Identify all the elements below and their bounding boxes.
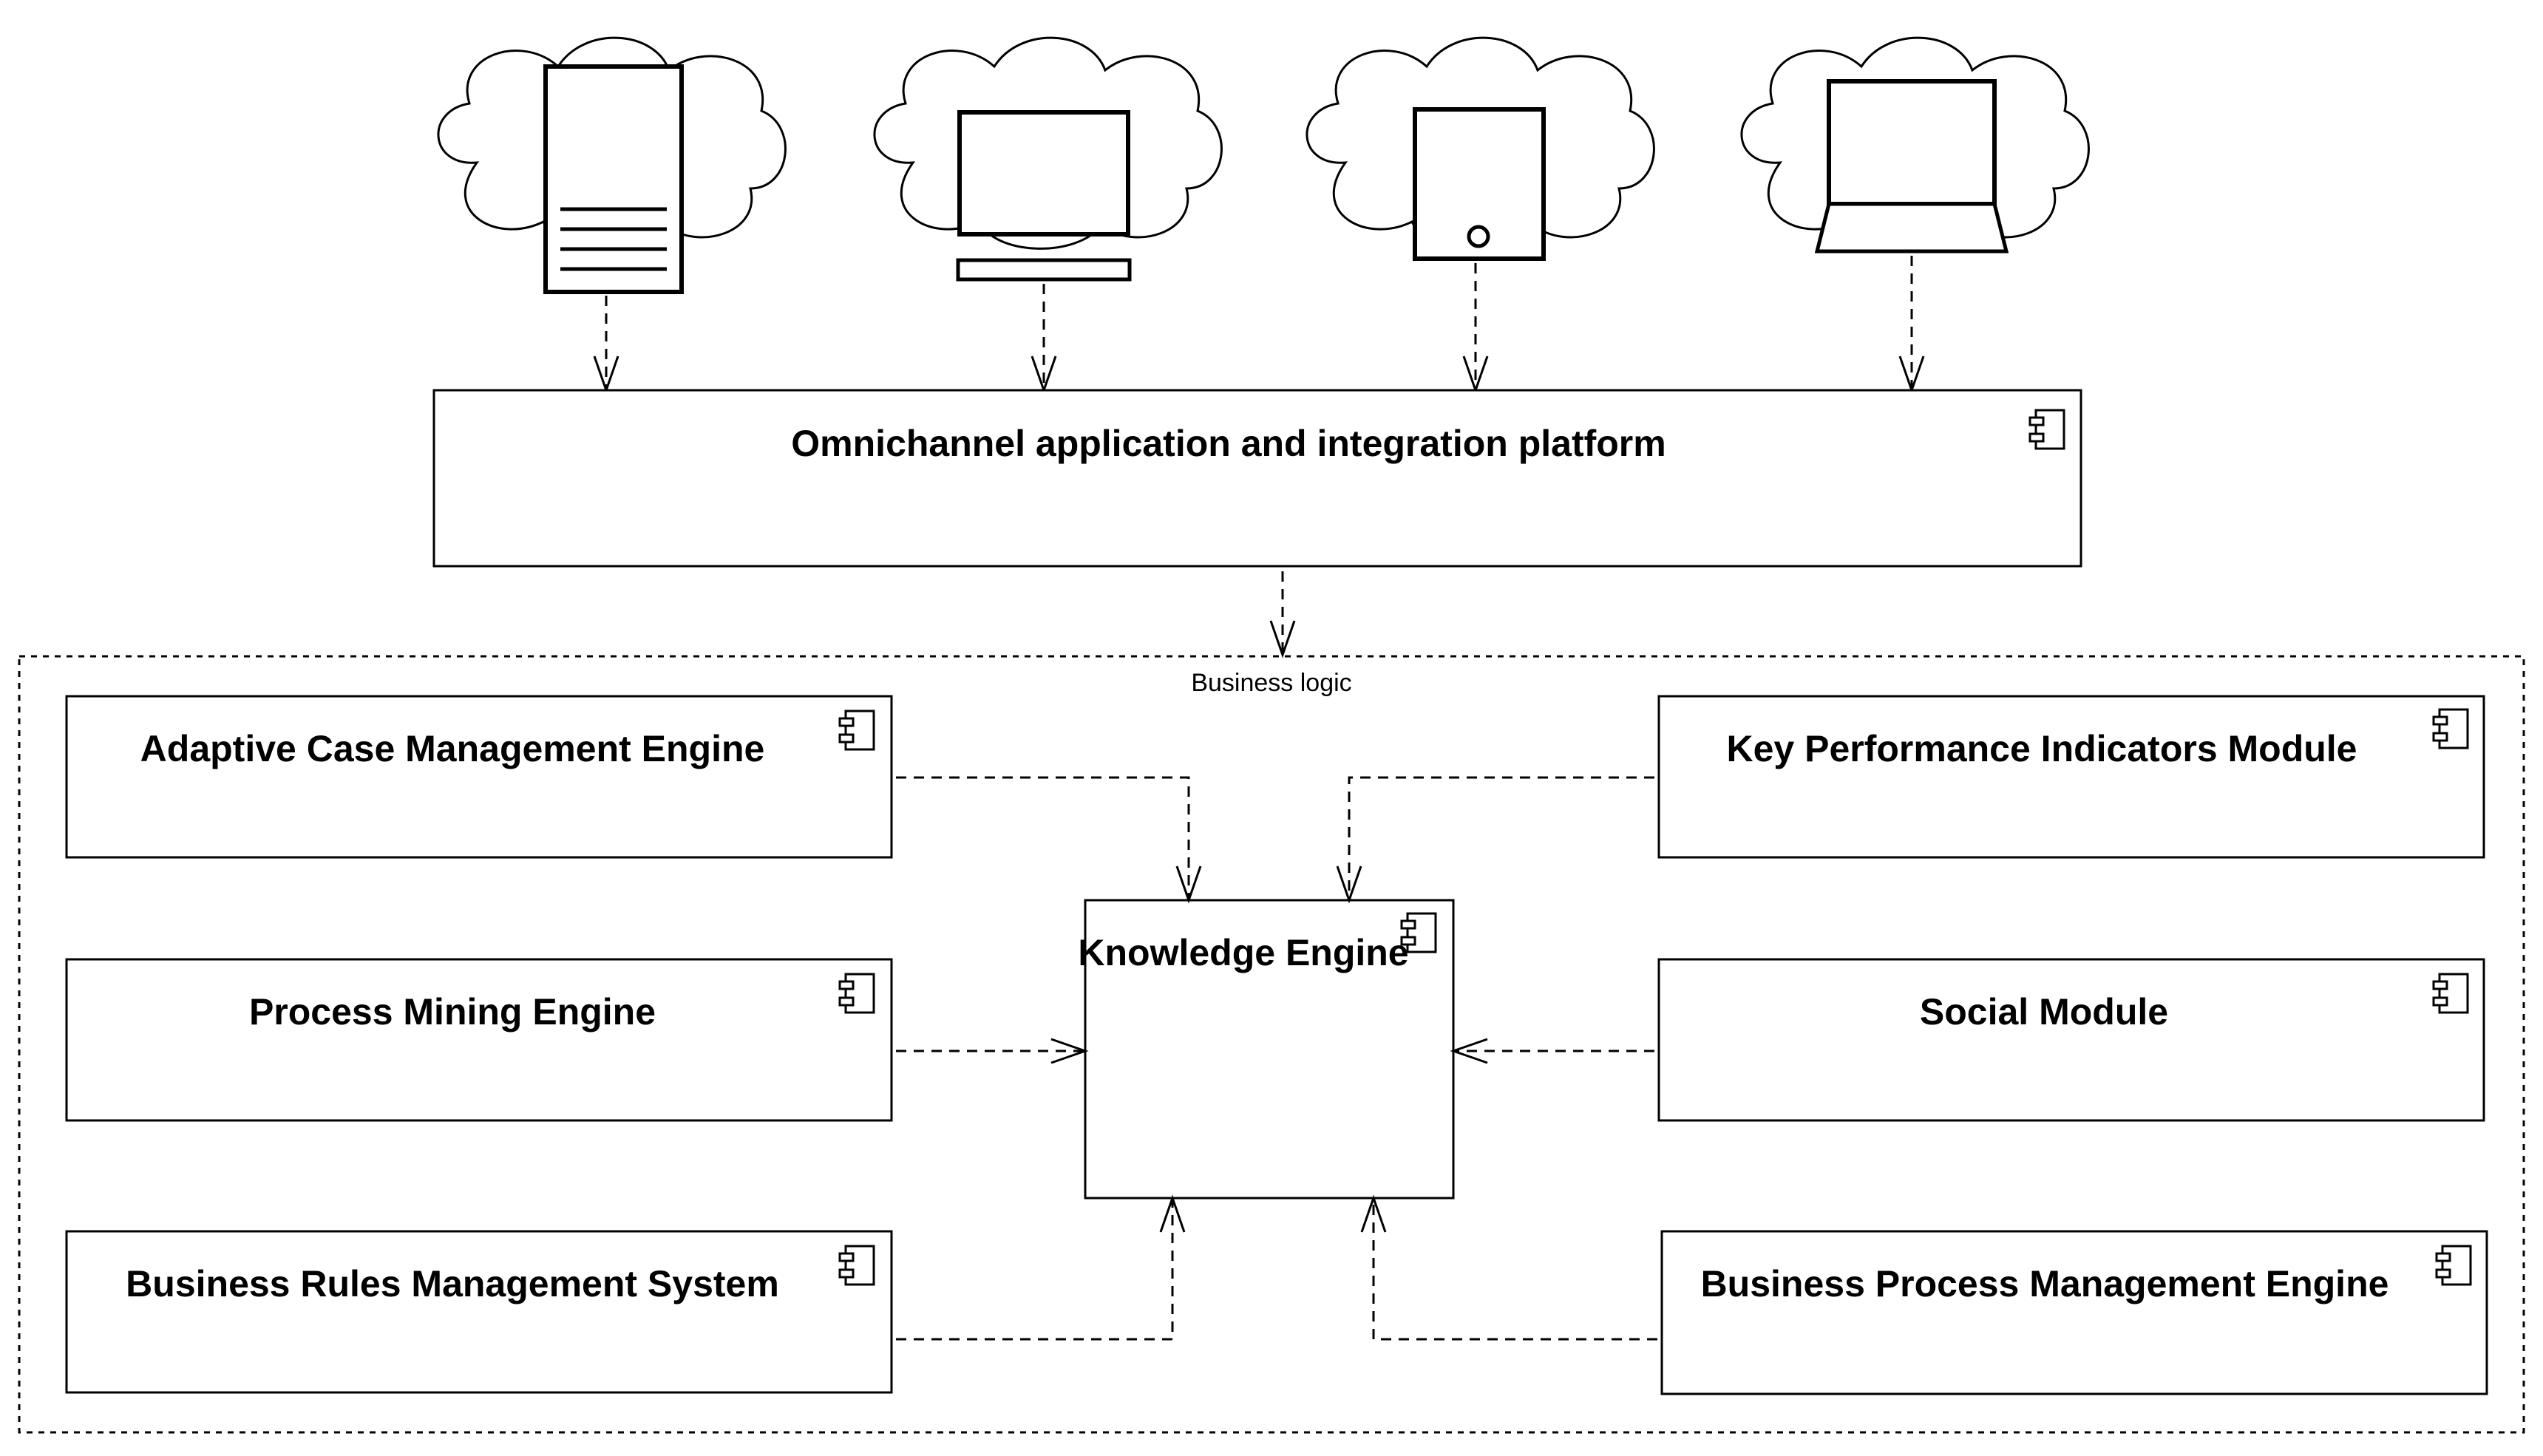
tablet-icon [1413,107,1546,261]
dependency-lines [896,776,1657,1341]
pme-label: Process Mining Engine [249,991,656,1033]
cloud-tablet [1306,36,1655,261]
cloud-desktop [873,36,1223,282]
cloud-server [437,36,787,294]
dependency-arrowheads [1050,865,1488,1233]
monitor-icon [956,110,1132,282]
component-icon [2432,973,2469,1014]
component-bpm: Business Process Management Engine [1660,1230,2488,1395]
kpi-label: Key Performance Indicators Module [1726,728,2357,769]
cloud-laptop [1740,36,2090,254]
acm-label: Adaptive Case Management Engine [140,728,765,769]
platform-component: Omnichannel application and integration … [432,389,2082,568]
device-connectors [605,256,1913,389]
component-brms: Business Rules Management System [65,1230,893,1394]
knowledge-label: Knowledge Engine [1078,932,1408,973]
component-icon [2432,708,2469,749]
brms-label: Business Rules Management System [126,1263,779,1304]
component-kpi: Key Performance Indicators Module [1657,695,2485,859]
bpm-label: Business Process Management Engine [1701,1263,2389,1304]
component-icon [838,973,875,1014]
laptop-icon [1814,79,2009,254]
component-icon [838,1245,875,1286]
component-icon [838,710,875,751]
component-pme: Process Mining Engine [65,958,893,1122]
component-knowledge-engine: Knowledge Engine [1078,899,1455,1200]
component-icon [2435,1245,2472,1286]
social-label: Social Module [1920,991,2168,1033]
business-logic-container: Business logic [18,655,2525,1434]
container-label: Business logic [1191,669,1351,697]
document-icon [543,64,684,294]
device-arrowheads [593,356,1925,394]
component-social: Social Module [1657,958,2485,1122]
platform-title: Omnichannel application and integration … [791,423,1666,464]
component-acm: Adaptive Case Management Engine [65,695,893,859]
platform-connector [1269,571,1296,659]
component-icon [2028,409,2065,450]
